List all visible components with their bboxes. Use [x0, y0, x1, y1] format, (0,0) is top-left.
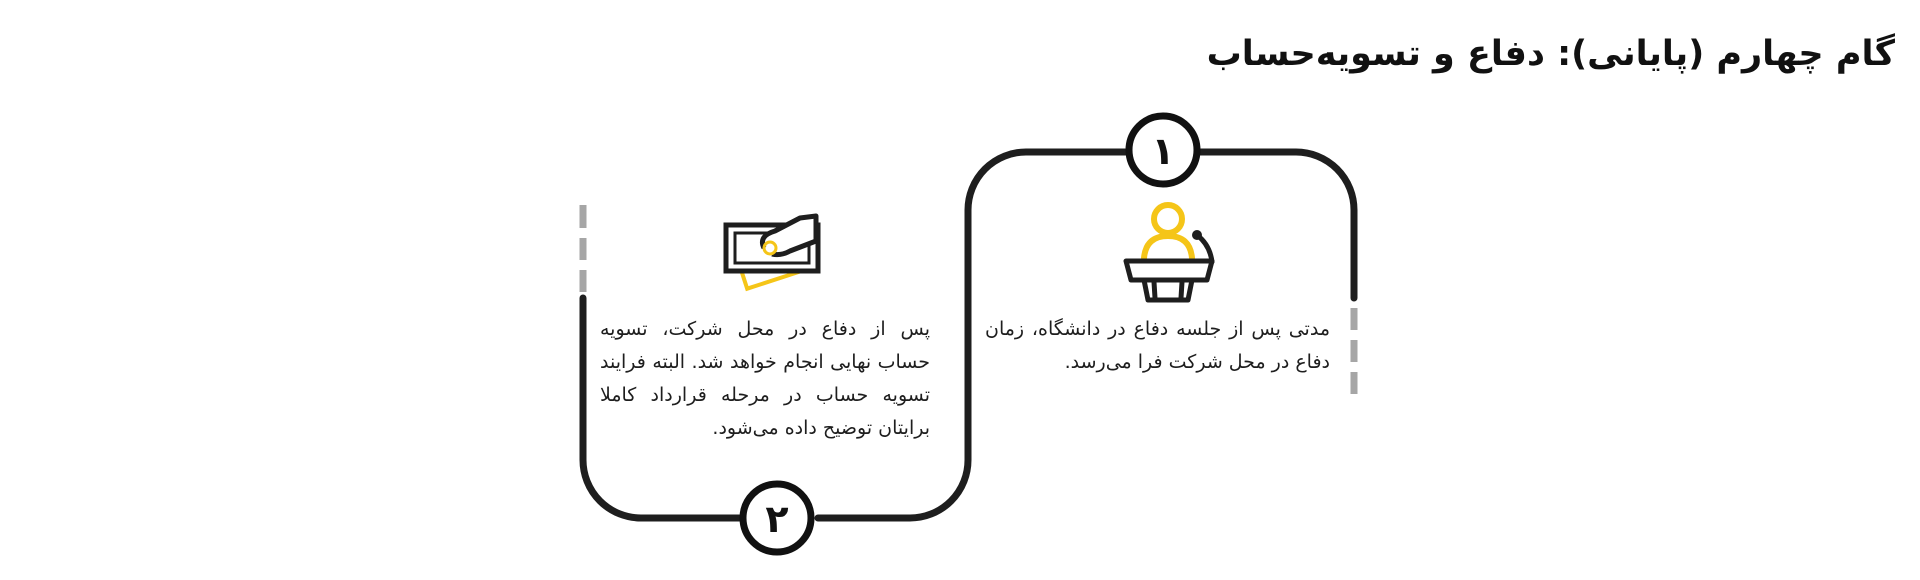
- step2-frame: [579, 291, 972, 522]
- step2-description: پس از دفاع در محل شرکت، تسویه حساب نهایی…: [600, 318, 930, 439]
- step1-description: مدتی پس از جلسه دفاع در دانشگاه، زمان دف…: [985, 318, 1330, 373]
- presenter-at-podium-icon: [1123, 202, 1215, 303]
- step1-number-badge: ۱: [1125, 112, 1201, 188]
- page-title: گام چهارم (پایانی): دفاع و تسویه‌حساب: [1206, 34, 1895, 74]
- hand-with-cash-icon: [723, 213, 821, 292]
- step1-frame: [964, 148, 1358, 302]
- step1-number: ۱: [1151, 129, 1174, 173]
- step2-number-badge: ۲: [739, 480, 815, 556]
- step2-number: ۲: [765, 497, 788, 541]
